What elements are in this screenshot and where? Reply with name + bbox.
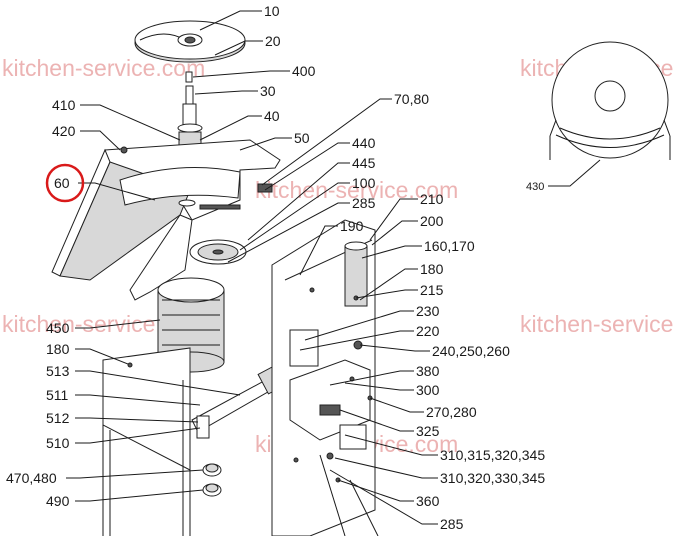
part-label-450: 450 [46,320,70,336]
part-label-325: 325 [416,423,440,439]
part-label-510: 510 [46,435,70,451]
part-label-40: 40 [264,108,280,124]
control-panel [271,219,376,536]
drive-gear [189,183,273,265]
part-label-285: 285 [352,195,376,211]
callout-labels: 10 20 400 30 40 50 410 420 70,80 60 440 … [6,3,545,532]
part-label-380: 380 [416,363,440,379]
part-label-490: 490 [46,493,70,509]
part-label-180-left: 180 [46,341,70,357]
part-label-215: 215 [420,282,444,298]
part-label-440: 440 [352,135,376,151]
watermark-text: kitchen-service.com [255,177,458,203]
part-label-511: 511 [46,387,69,403]
part-label-30: 30 [260,83,276,99]
part-label-230: 230 [416,303,440,319]
part-label-470-480: 470,480 [6,470,57,486]
part-label-410: 410 [52,97,76,113]
part-label-190: 190 [340,218,364,234]
part-label-60: 60 [54,175,70,191]
highlight-circle [45,163,85,203]
part-label-445: 445 [352,155,376,171]
hopper-housing [51,139,281,301]
part-label-360: 360 [416,493,440,509]
part-label-270-280: 270,280 [426,404,477,420]
part-label-210: 210 [420,191,444,207]
part-label-300: 300 [416,382,440,398]
part-label-200: 200 [420,213,444,229]
part-label-160-170: 160,170 [424,238,475,254]
cutting-disc [134,20,246,63]
machine-drawing [51,20,671,536]
control-knobs [202,463,222,497]
part-label-50: 50 [294,130,310,146]
side-bracket [102,347,191,536]
part-label-310-315-320-345: 310,315,320,345 [440,447,545,463]
screw [185,71,193,83]
part-label-513: 513 [46,363,70,379]
part-label-240-250-260: 240,250,260 [432,343,510,359]
part-label-20: 20 [265,33,281,49]
part-label-420: 420 [52,123,76,139]
detail-view [549,41,671,160]
part-label-220: 220 [416,323,440,339]
part-label-10: 10 [264,3,280,19]
part-label-180: 180 [420,261,444,277]
part-label-285-lower: 285 [440,516,464,532]
watermark-text: kitchen-service.com [520,311,675,337]
part-label-70-80: 70,80 [394,91,429,107]
part-label-430: 430 [526,181,544,193]
part-label-100: 100 [352,175,376,191]
part-label-400: 400 [292,63,316,79]
part-label-512: 512 [46,410,70,426]
part-label-310-320-330-345: 310,320,330,345 [440,470,545,486]
